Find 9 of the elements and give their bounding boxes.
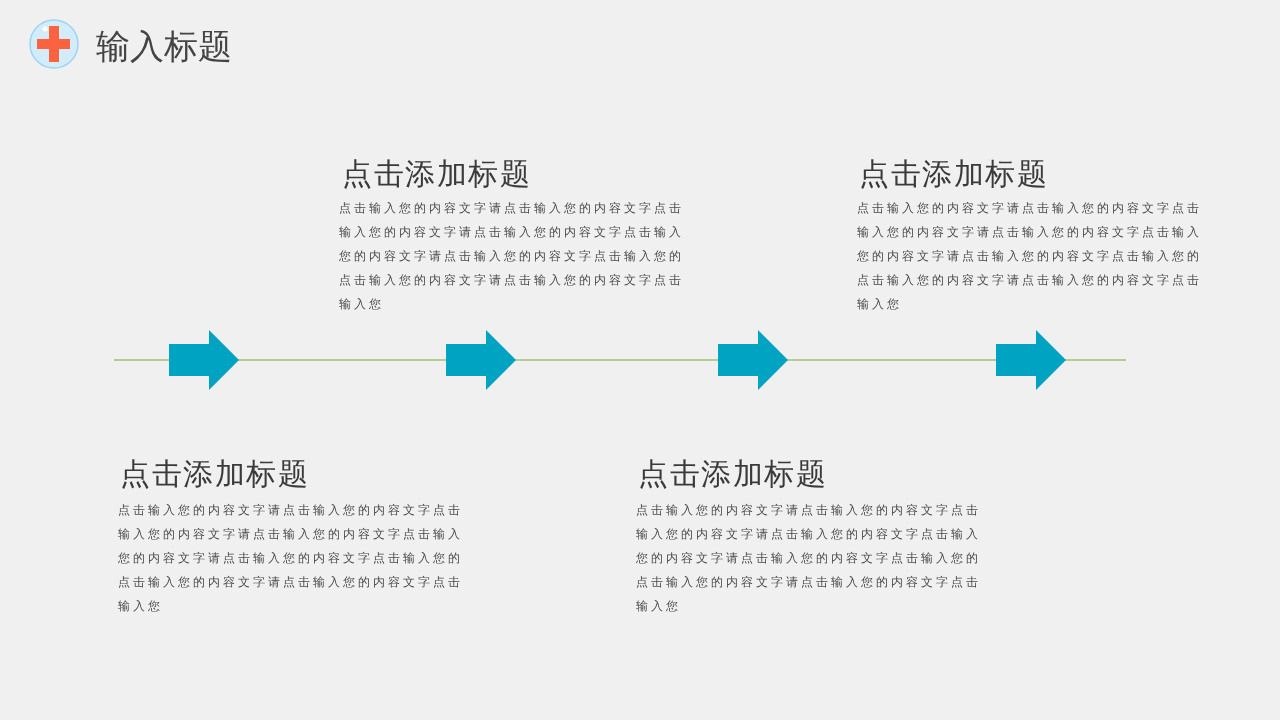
section-heading: 点击添加标题 bbox=[342, 156, 531, 192]
section-heading: 点击添加标题 bbox=[120, 456, 309, 492]
body-text: 点击输入您的内容文字请点击输入您的内容文字点击输入您的内容文字请点击输入您的内容文字点击输入您的内容文字请点击输入您的内容文字点击输入您的点击输入您的内容文字请点击输入您的内容文字点击输入您 bbox=[339, 200, 685, 313]
section-heading: 点击添加标题 bbox=[859, 156, 1048, 192]
slide-title: 输入标题 bbox=[96, 25, 232, 68]
body-text: 点击输入您的内容文字请点击输入您的内容文字点击输入您的内容文字请点击输入您的内容文字点击输入您的内容文字请点击输入您的内容文字点击输入您的点击输入您的内容文字请点击输入您的内容文字点击输入您 bbox=[636, 502, 982, 615]
section-heading: 点击添加标题 bbox=[638, 456, 827, 492]
body-text: 点击输入您的内容文字请点击输入您的内容文字点击输入您的内容文字请点击输入您的内容文字点击输入您的内容文字请点击输入您的内容文字点击输入您的点击输入您的内容文字请点击输入您的内容文字点击输入您 bbox=[118, 502, 464, 615]
body-text: 点击输入您的内容文字请点击输入您的内容文字点击输入您的内容文字请点击输入您的内容文字点击输入您的内容文字请点击输入您的内容文字点击输入您的点击输入您的内容文字请点击输入您的内容文字点击输入您 bbox=[857, 200, 1203, 313]
